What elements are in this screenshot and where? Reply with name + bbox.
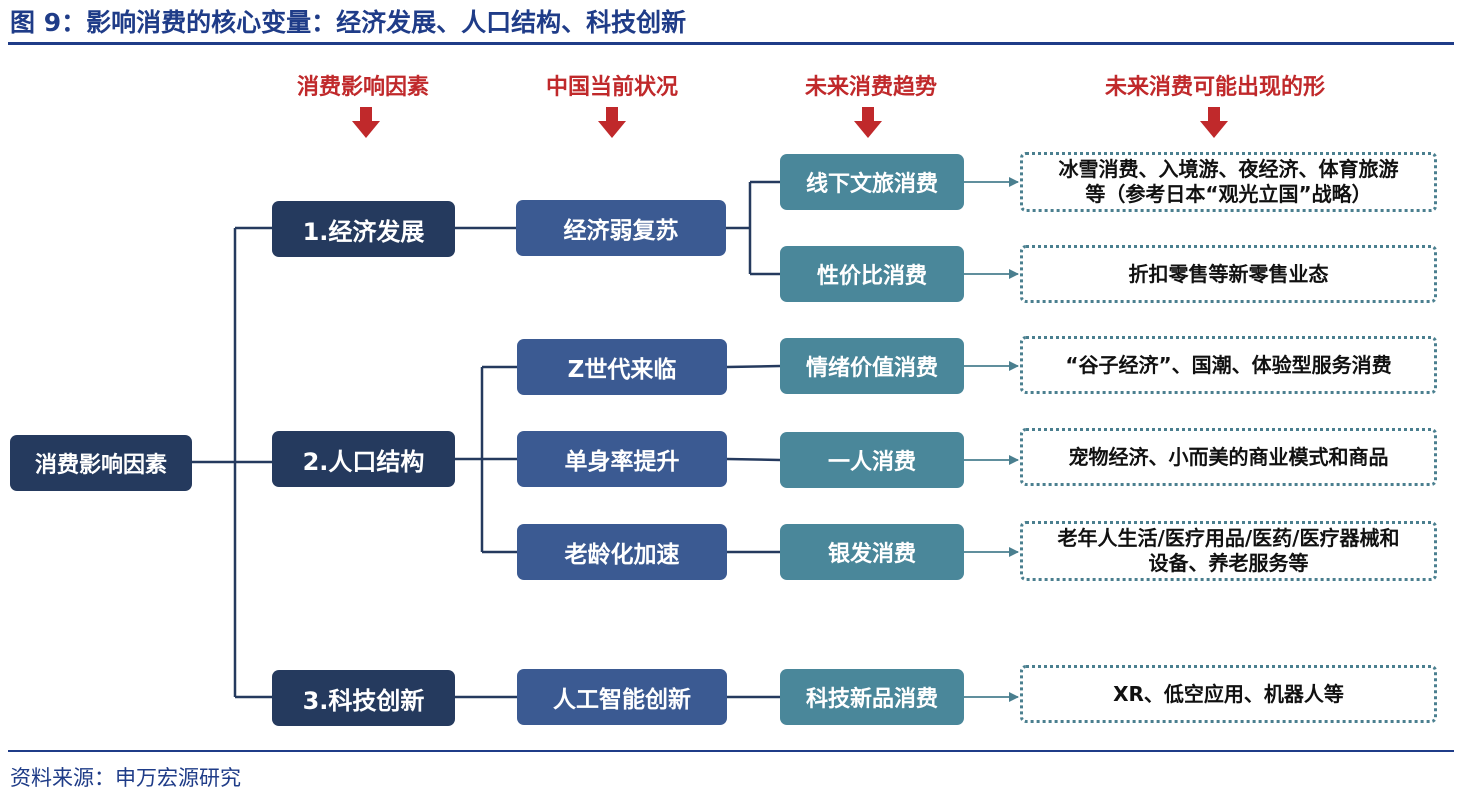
header-future-forms: 未来消费可能出现的形 [1104, 75, 1325, 100]
status-ai-innovation: 人工智能创新 [517, 669, 727, 725]
status-label: 单身率提升 [564, 449, 680, 475]
trend-label: 情绪价值消费 [805, 356, 938, 381]
factor-label: 2.人口结构 [302, 447, 425, 476]
root-label: 消费影响因素 [34, 453, 167, 478]
form-text-line: 折扣零售等新零售业态 [1128, 261, 1329, 286]
form-text-line: 冰雪消费、入境游、夜经济、体育旅游 [1058, 157, 1399, 181]
factor-economy: 1.经济发展 [272, 201, 455, 257]
trend-value-for-money: 性价比消费 [780, 246, 964, 302]
form-elderly-products: 老年人生活/医疗用品/医药/医疗器械和 设备、养老服务等 [1020, 521, 1437, 581]
source-note: 资料来源：申万宏源研究 [10, 766, 241, 790]
down-arrow-icon [352, 107, 380, 138]
form-xr-robots: XR、低空应用、机器人等 [1020, 665, 1437, 723]
form-discount-retail: 折扣零售等新零售业态 [1020, 245, 1437, 303]
trend-label: 科技新品消费 [805, 687, 938, 712]
status-single-rate: 单身率提升 [517, 431, 727, 487]
trend-silver-economy: 银发消费 [780, 524, 964, 580]
trend-solo-consumption: 一人消费 [780, 432, 964, 488]
status-aging: 老龄化加速 [517, 524, 727, 580]
factor-population: 2.人口结构 [272, 431, 455, 487]
form-tourism-examples: 冰雪消费、入境游、夜经济、体育旅游 等（参考日本“观光立国”战略） [1020, 152, 1437, 212]
down-arrow-icon [598, 107, 626, 138]
status-label: 老龄化加速 [564, 542, 680, 568]
form-text-line: 设备、养老服务等 [1148, 551, 1309, 575]
status-label: Z世代来临 [567, 357, 677, 383]
status-gen-z: Z世代来临 [517, 339, 727, 395]
status-weak-recovery: 经济弱复苏 [516, 200, 726, 256]
status-label: 经济弱复苏 [563, 218, 679, 244]
factor-label: 1.经济发展 [302, 217, 425, 246]
factor-label: 3.科技创新 [302, 686, 425, 715]
header-china-status: 中国当前状况 [545, 75, 678, 100]
down-arrow-icon [854, 107, 882, 138]
form-text-line: 宠物经济、小而美的商业模式和商品 [1068, 444, 1389, 469]
form-text-line: 等（参考日本“观光立国”战略） [1085, 182, 1372, 206]
trend-label: 银发消费 [827, 542, 916, 567]
form-text-line: 老年人生活/医疗用品/医药/医疗器械和 [1057, 526, 1400, 550]
root-node: 消费影响因素 [10, 435, 192, 491]
trend-label: 线下文旅消费 [805, 172, 938, 197]
form-pet-economy: 宠物经济、小而美的商业模式和商品 [1020, 428, 1437, 486]
form-text-line: XR、低空应用、机器人等 [1113, 681, 1344, 706]
footer-divider [8, 750, 1454, 752]
figure-title: 图 9：影响消费的核心变量：经济发展、人口结构、科技创新 [10, 8, 687, 37]
header-future-trend: 未来消费趋势 [804, 75, 937, 100]
down-arrow-icon [1200, 107, 1228, 138]
form-guzi-economy: “谷子经济”、国潮、体验型服务消费 [1020, 336, 1437, 394]
trend-label: 一人消费 [827, 450, 916, 475]
header-factors: 消费影响因素 [296, 75, 429, 100]
title-divider [8, 42, 1454, 45]
trend-offline-tourism: 线下文旅消费 [780, 154, 964, 210]
status-label: 人工智能创新 [553, 687, 691, 713]
trend-emotional-value: 情绪价值消费 [780, 338, 964, 394]
form-text-line: “谷子经济”、国潮、体验型服务消费 [1065, 352, 1392, 377]
factor-technology: 3.科技创新 [272, 670, 455, 726]
trend-label: 性价比消费 [816, 264, 927, 289]
trend-tech-products: 科技新品消费 [780, 669, 964, 725]
